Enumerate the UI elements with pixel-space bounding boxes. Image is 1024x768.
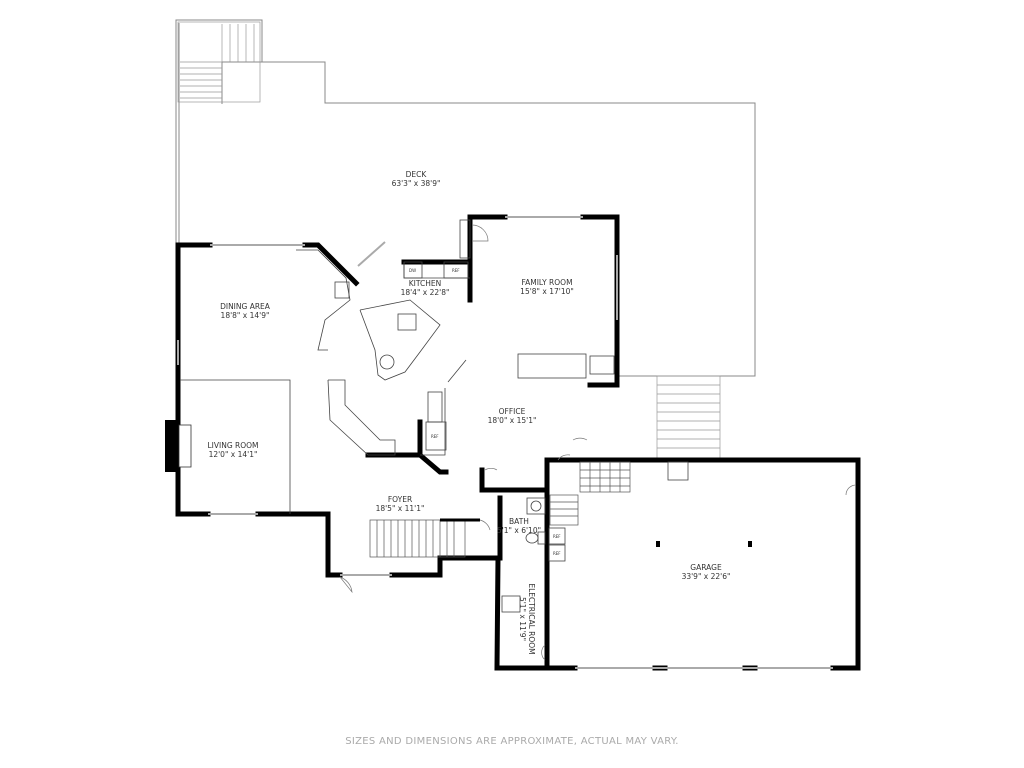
fridge-label: REF [452, 268, 460, 273]
bath-fixtures [501, 497, 566, 613]
room-dims: 18'4" x 22'8" [400, 288, 450, 297]
windows [177, 216, 833, 669]
interior-fixtures [180, 219, 615, 514]
fireplace [165, 420, 179, 472]
room-name: FOYER [387, 495, 413, 504]
doors [339, 224, 857, 661]
room-name: ELECTRICAL ROOM [527, 583, 536, 655]
deck-stairs-bottom [656, 375, 721, 461]
room-name: BATH [509, 517, 529, 526]
room-name: KITCHEN [408, 279, 442, 288]
room-dims: 12'0" x 14'1" [208, 450, 258, 459]
deck-outline [175, 19, 756, 377]
room-dims: 5'1" x 11'9" [518, 596, 527, 642]
garage-stairs [549, 461, 631, 526]
fridge-label: REF [553, 534, 561, 539]
room-dims: 5'1" x 6'10" [496, 526, 542, 535]
room-dims: 33'9" x 22'6" [681, 572, 731, 581]
dishwasher-label: DW [409, 268, 416, 273]
foyer-stairs [369, 519, 466, 558]
walls [175, 214, 861, 671]
room-name: OFFICE [498, 407, 526, 416]
garage-posts [656, 461, 752, 547]
room-name: GARAGE [690, 563, 722, 572]
appliance-labels: DW REF REF REF REF [409, 268, 561, 556]
room-dims: 63'3" x 38'9" [391, 179, 441, 188]
deck-stairs-top [177, 21, 261, 103]
room-name: FAMILY ROOM [521, 278, 573, 287]
room-name: DINING AREA [220, 302, 270, 311]
room-dims: 15'8" x 17'10" [520, 287, 574, 296]
room-name: LIVING ROOM [207, 441, 259, 450]
disclaimer: SIZES AND DIMENSIONS ARE APPROXIMATE, AC… [345, 736, 679, 747]
fridge-label: REF [553, 551, 561, 556]
room-dims: 18'0" x 15'1" [487, 416, 537, 425]
room-dims: 18'5" x 11'1" [375, 504, 425, 513]
fridge-label: REF [431, 434, 439, 439]
room-name: DECK [405, 170, 427, 179]
room-dims: 18'8" x 14'9" [220, 311, 270, 320]
